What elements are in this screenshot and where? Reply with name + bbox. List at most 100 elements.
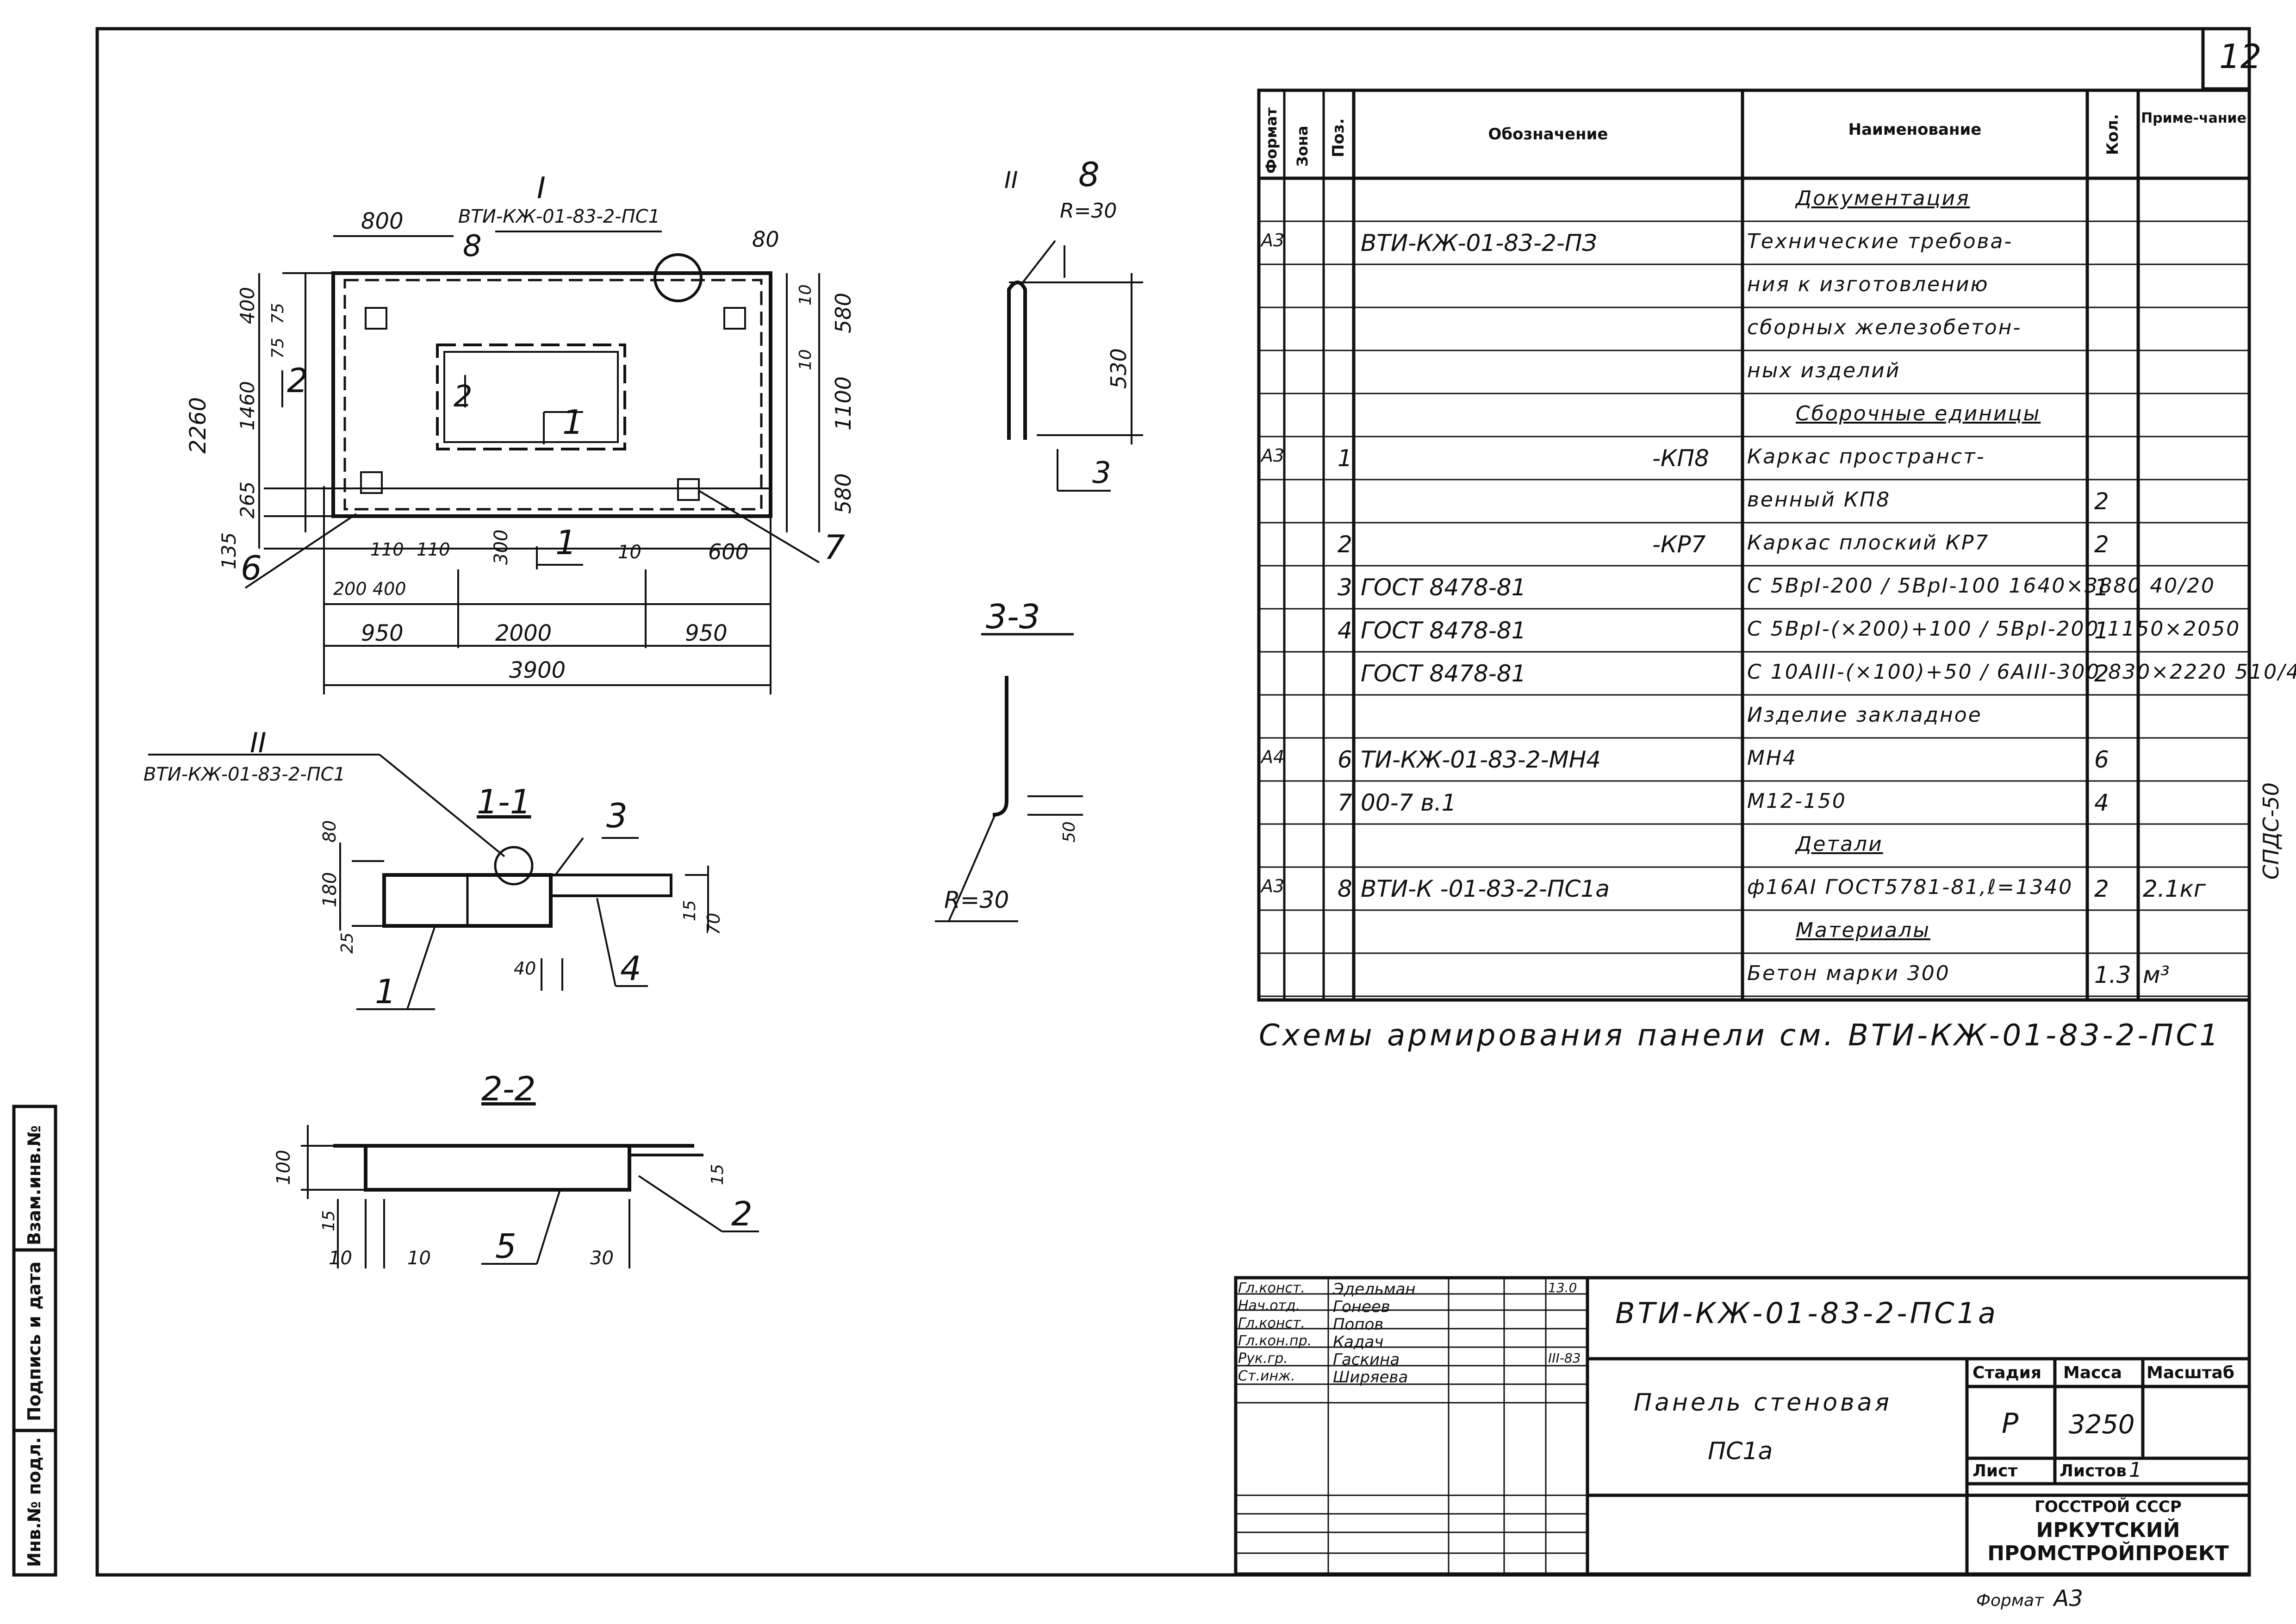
plan-mark-2b: 2 — [454, 380, 473, 414]
spec-cell-name: С 5ВрI-200 / 5ВрI-100 1640×3880 40/20 — [1747, 574, 2215, 598]
section-3-3 — [935, 633, 1083, 922]
detail-8 — [1007, 240, 1143, 492]
plan-dim-950b: 950 — [685, 620, 728, 646]
plan-dim-200: 200 — [333, 579, 367, 599]
plan-dim-600: 600 — [708, 539, 749, 564]
signer-name: Кадач — [1333, 1333, 1384, 1351]
signer-date: III-83 — [1548, 1350, 1581, 1366]
title-name-2: ПС1а — [1708, 1437, 1773, 1465]
s11-dim-25: 25 — [338, 932, 357, 954]
s11-mark-4: 4 — [620, 949, 641, 988]
spec-cell-name: Каркас пространст- — [1747, 445, 1985, 468]
org-line-2: ИРКУТСКИЙ — [2036, 1518, 2180, 1542]
mass-label: Масса — [2063, 1363, 2122, 1382]
spec-cell-des: ГОСТ 8478-81 — [1361, 617, 1526, 644]
side-code: СПДС-50 — [2259, 782, 2284, 880]
mass-value: 3250 — [2069, 1410, 2135, 1440]
s33-radius: R=30 — [944, 887, 1009, 913]
signer-role: Гл.кон.пр. — [1238, 1333, 1312, 1349]
s22-dim-15a: 15 — [708, 1164, 727, 1185]
spec-cell-name: ния к изготовлению — [1747, 273, 1989, 296]
plan-dim-r10a: 10 — [796, 284, 815, 306]
plan-mark-2a: 2 — [287, 361, 308, 400]
format-label: Формат А3 — [1976, 1586, 2083, 1612]
plan-dim-75b: 75 — [268, 337, 287, 359]
spec-cell-pos: 3 — [1338, 574, 1352, 601]
plan-dim-80: 80 — [752, 227, 779, 252]
spec-table-grid — [1257, 88, 2251, 1002]
plan-mark-1a: 1 — [562, 403, 584, 442]
spec-cell-qty: 4 — [2094, 789, 2109, 816]
plan-dim-110a: 110 — [370, 539, 404, 560]
spec-cell-name: С 10АIII-(×100)+50 / 6АIII-300 830×2220 … — [1747, 660, 2296, 684]
spec-cell-name: венный КП8 — [1747, 488, 1891, 512]
title-name-1: Панель стеновая — [1634, 1389, 1892, 1417]
spec-cell-des: ГОСТ 8478-81 — [1361, 574, 1526, 601]
plan-dim-r10b: 10 — [796, 349, 815, 370]
plan-dim-2000: 2000 — [495, 620, 552, 646]
plan-dim-300: 300 — [491, 529, 512, 565]
s11-dim-15: 15 — [680, 900, 699, 921]
section-2-2-title: 2-2 — [481, 1069, 536, 1108]
scale-label: Масштаб — [2147, 1363, 2234, 1382]
d8-dim-530: 530 — [1106, 348, 1131, 389]
plan-dim-75a: 75 — [268, 303, 287, 324]
spec-cell-pos: 4 — [1338, 617, 1352, 644]
s33-dim-50: 50 — [1060, 821, 1079, 843]
spec-cell-note: 2.1кг — [2143, 875, 2206, 902]
plan-callout-doc: ВТИ-КЖ-01-83-2-ПС1 — [458, 206, 660, 227]
sheets-count: 1 — [2129, 1458, 2142, 1482]
spec-cell-pos: 1 — [1338, 445, 1352, 472]
spec-cell-name: сборных железобетон- — [1747, 316, 2022, 339]
spec-cell-name: ных изделий — [1747, 359, 1901, 382]
plan-dim-10: 10 — [618, 542, 641, 563]
s11-dim-180: 180 — [319, 872, 341, 907]
org-line-3: ПРОМСТРОЙПРОЕКТ — [1987, 1542, 2229, 1565]
signer-name: Гонеев — [1333, 1298, 1390, 1316]
plan-dim-400: 400 — [236, 287, 259, 324]
strip-label-replace: Взам.инв.№ — [24, 1125, 44, 1245]
spec-cell-name: Детали — [1796, 832, 1883, 856]
plan-mark-1b: 1 — [555, 523, 577, 562]
spec-cell-note: м³ — [2143, 962, 2170, 988]
spec-cell-name: Изделие закладное — [1747, 703, 1982, 727]
s11-dim-80: 80 — [319, 820, 340, 843]
spec-cell-name: М12-150 — [1747, 789, 1847, 813]
spec-cell-qty: 2 — [2094, 875, 2109, 902]
format-value: А3 — [2053, 1586, 2083, 1612]
spec-cell-qty: 2 — [2094, 660, 2109, 687]
d8-mark-3: 3 — [1092, 456, 1111, 490]
spec-cell-des: -КП8 — [1652, 445, 1709, 472]
signer-name: Гаскина — [1333, 1350, 1400, 1369]
d8-mark: 8 — [1078, 155, 1100, 194]
plan-dim-r580a: 580 — [831, 293, 856, 333]
plan-callout-roman: I — [537, 171, 546, 206]
signer-role: Ст.инж. — [1238, 1368, 1295, 1384]
spec-cell-des: ВТИ-К -01-83-2-ПС1а — [1361, 875, 1610, 902]
sheet-frame — [95, 27, 2251, 1577]
org-line-1: ГОССТРОЙ СССР — [2035, 1498, 2182, 1516]
plan-dim-110b: 110 — [417, 539, 450, 560]
sheet-label: Лист — [1972, 1462, 2018, 1480]
title-code: ВТИ-КЖ-01-83-2-ПС1а — [1615, 1296, 1999, 1330]
spec-cell-name: МН4 — [1747, 746, 1798, 770]
note-reinforcement: Схемы армирования панели см. ВТИ-КЖ-01-8… — [1259, 1018, 2221, 1053]
s22-dim-30: 30 — [590, 1248, 614, 1269]
plan-mark-8: 8 — [463, 229, 482, 263]
s22-dim-10b: 10 — [407, 1248, 431, 1269]
plan-dim-265: 265 — [236, 481, 259, 518]
spec-cell-qty: 1 — [2094, 574, 2109, 601]
spec-head-qty: Кол. — [2103, 114, 2122, 155]
spec-cell-name: Технические требова- — [1747, 230, 2013, 253]
format-label-text: Формат — [1976, 1591, 2044, 1610]
signer-name: Ширяева — [1333, 1368, 1408, 1387]
spec-head-pos: Поз. — [1329, 118, 1348, 158]
plan-dim-3900: 3900 — [509, 657, 566, 683]
spec-cell-name: Сборочные единицы — [1796, 402, 2041, 425]
sheet-number: 12 — [2219, 37, 2262, 76]
strip-label-inv: Инв.№ подл. — [24, 1437, 44, 1567]
spec-cell-name: Бетон марки 300 — [1747, 962, 1950, 985]
spec-cell-des: -КР7 — [1652, 531, 1706, 558]
plan-dim-2260: 2260 — [185, 397, 211, 454]
